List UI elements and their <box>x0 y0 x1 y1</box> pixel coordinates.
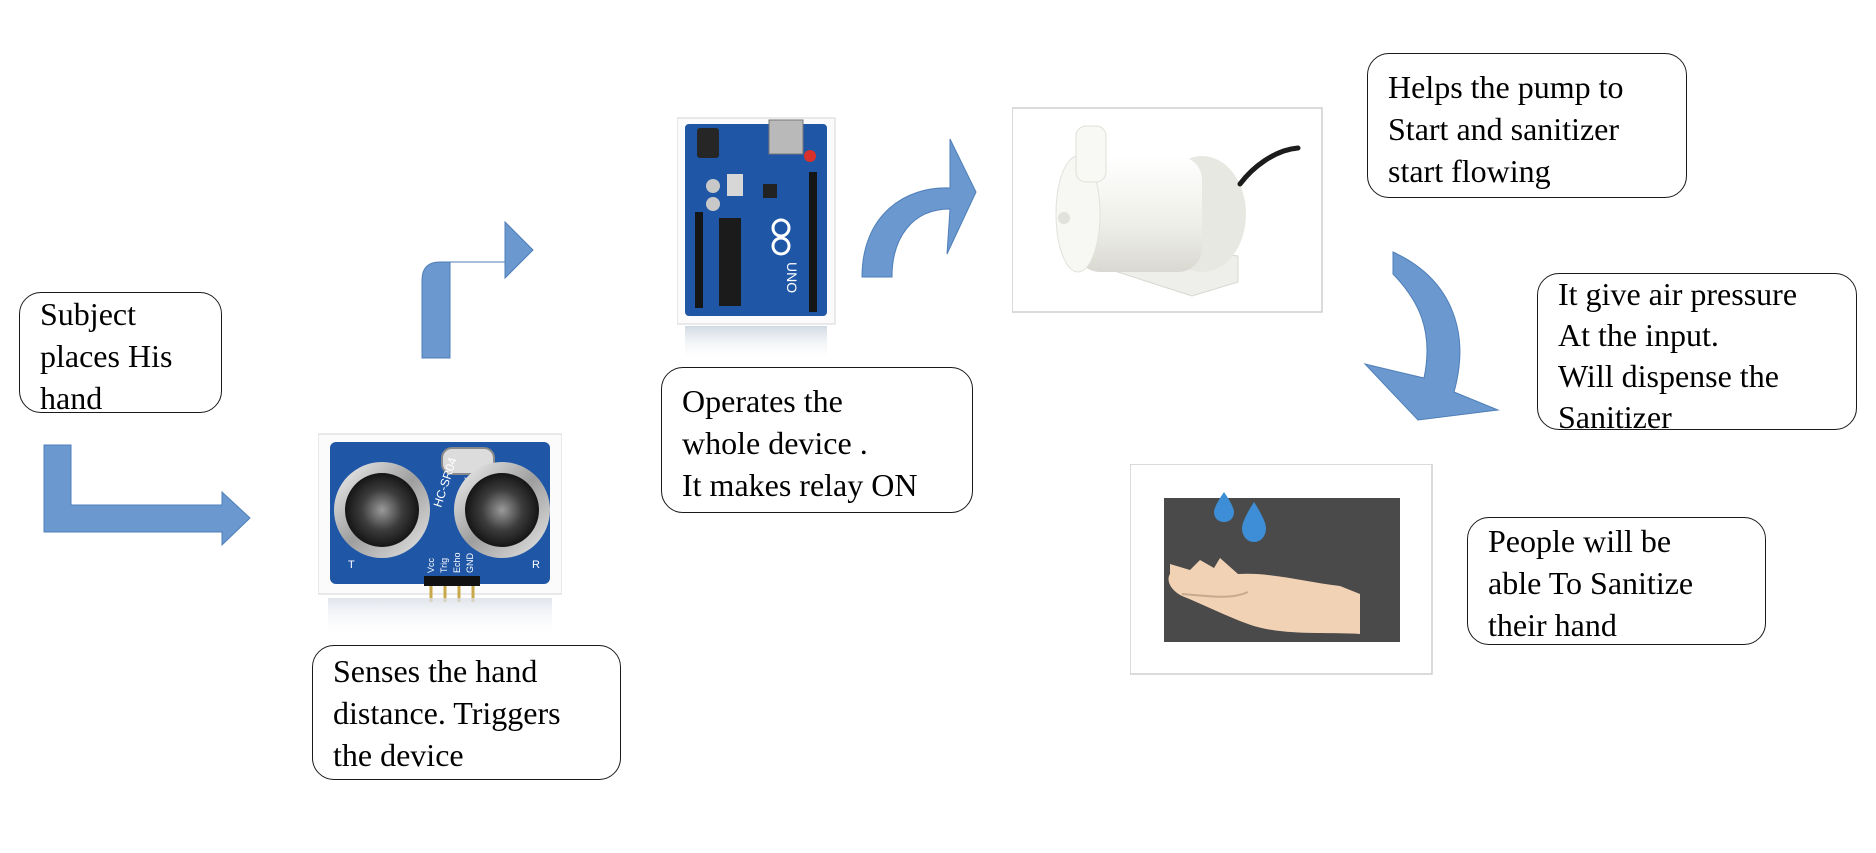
pump-body <box>1076 156 1202 272</box>
droplet-icon <box>1214 492 1234 522</box>
arrow-sensor-to-controller <box>421 220 534 359</box>
digital-header <box>809 172 817 312</box>
arrow-pump-to-dispense <box>1363 251 1500 421</box>
step-sensor-box: Senses the hand distance. Triggers the d… <box>312 645 621 780</box>
arduino-board-image: UNO <box>677 117 836 362</box>
pin-header <box>424 576 480 586</box>
pump-image <box>1012 107 1323 313</box>
step-result-box: People will be able To Sanitize their ha… <box>1467 517 1766 645</box>
pump-outlet <box>1075 125 1107 183</box>
atmega-chip <box>719 218 741 306</box>
sensor-t-label: T <box>348 559 355 571</box>
pin-label-gnd: GND <box>465 553 475 574</box>
arrow-subject-to-sensor <box>43 444 251 547</box>
step-subject-box: Subject places His hand <box>19 292 222 413</box>
pin-label-trig: Trig <box>439 558 449 573</box>
ultrasonic-sensor-image: Y1 HC-SR04 Vcc Trig Echo GND T R <box>318 433 562 638</box>
analog-header <box>695 212 703 308</box>
reset-button <box>804 150 816 162</box>
transmitter-mesh <box>345 473 419 547</box>
pin-label-echo: Echo <box>452 552 462 573</box>
hand-sanitize-image <box>1130 464 1433 675</box>
step-dispense-box: It give air pressure At the input. Will … <box>1537 273 1857 430</box>
sensor-r-label: R <box>532 559 540 571</box>
board-name-label: UNO <box>784 262 800 293</box>
arduino-logo <box>771 218 791 238</box>
droplet-icon-large <box>1242 502 1266 542</box>
step-controller-box: Operates the whole device . It makes rel… <box>661 367 973 513</box>
receiver-mesh <box>465 473 539 547</box>
pump-inlet <box>1058 212 1070 224</box>
board-reflection <box>685 326 827 362</box>
arrow-controller-to-pump <box>861 138 977 278</box>
usb-port <box>768 119 804 155</box>
step-pump-box: Helps the pump to Start and sanitizer st… <box>1367 53 1687 198</box>
pin-label-vcc: Vcc <box>426 557 436 573</box>
pump-cable <box>1237 145 1301 187</box>
open-hand-icon <box>1168 558 1360 634</box>
power-jack <box>697 128 719 158</box>
sensor-reflection <box>328 598 552 638</box>
